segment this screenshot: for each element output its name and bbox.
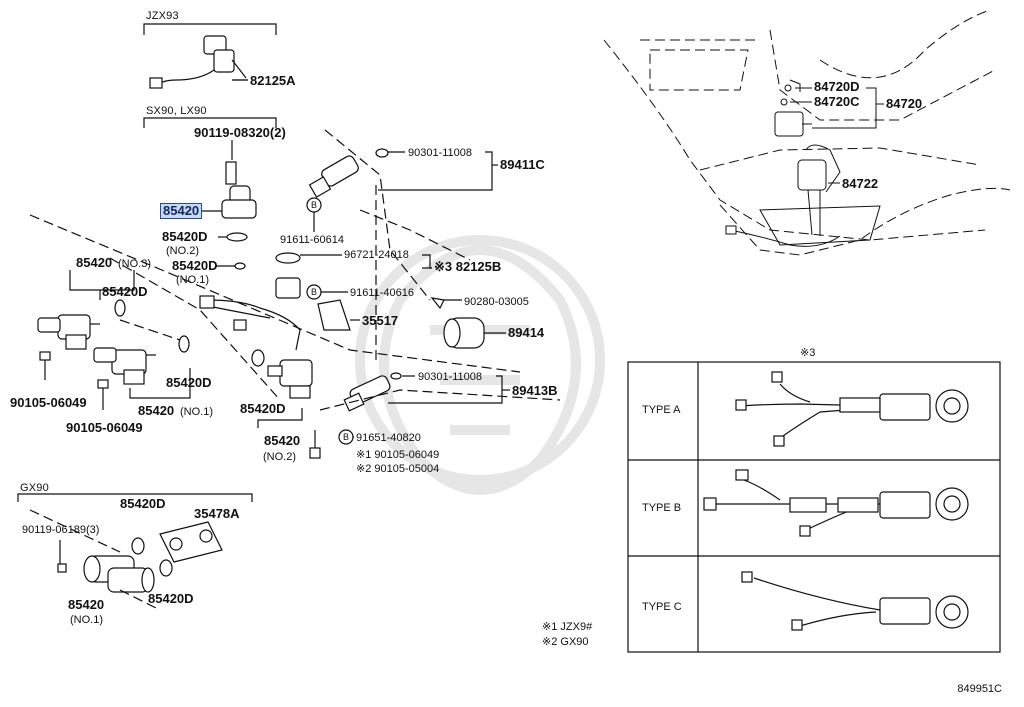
part-84722[interactable]: 84722 [842,176,879,191]
solenoid-no1 [93,335,190,385]
label-no2-lower: (NO.2) [263,451,296,463]
part-85420-gx[interactable]: 85420 [68,597,105,612]
part-90105-05004[interactable]: ※2 90105-05004 [356,463,440,475]
part-85420d-gx-top[interactable]: 85420D [120,496,166,511]
harness-type-a [735,371,969,447]
note-gx90: ※2 GX90 [542,636,589,648]
part-89411c[interactable]: 89411C [500,157,545,172]
part-85420d-no2[interactable]: 85420D [162,229,208,244]
part-85420d-mid[interactable]: 85420D [166,375,212,390]
part-90301-11008-b[interactable]: 90301-11008 [418,371,483,383]
part-85420d-gx-bottom[interactable]: 85420D [148,591,194,606]
part-90119-08320[interactable]: 90119-08320(2) [194,125,286,140]
gx90-solenoid [57,537,173,593]
part-90119-06189[interactable]: 90119-06189(3) [22,524,100,536]
bolt-left [39,351,109,410]
part-82125a[interactable]: 82125A [250,73,296,88]
part-90105-06049-a[interactable]: 90105-06049 [10,395,87,410]
part-90105-06049-c[interactable]: ※1 90105-06049 [356,449,440,461]
clamp-marker-b2: B [311,287,317,297]
part-91651-40820[interactable]: 91651-40820 [356,432,421,444]
label-no3: (NO.3) [118,258,151,270]
sensor-82125a [149,35,248,89]
section-gx90: GX90 [20,482,49,494]
sensor-89411c [308,148,498,198]
watermark-emblem [355,235,605,495]
section-jzx93: JZX93 [146,10,179,22]
solenoid-no3 [37,299,126,350]
part-90280-03005[interactable]: 90280-03005 [464,296,529,308]
gx90-gasket [159,521,223,563]
part-85420-highlighted[interactable]: 85420 [160,203,203,219]
part-90105-06049-b[interactable]: 90105-06049 [66,420,143,435]
sensor-89414 [443,317,506,349]
part-91611-60614[interactable]: 91611-60614 [280,234,345,246]
bracket-35517 [317,299,360,331]
part-35478a[interactable]: 35478A [194,506,240,521]
inset-title: ※3 [800,347,816,359]
part-85420-no1-mid[interactable]: 85420 [138,403,175,418]
part-84720[interactable]: 84720 [886,96,923,111]
part-85420d-left[interactable]: 85420D [102,284,148,299]
section-sx90-lx90: SX90, LX90 [146,105,207,117]
sensor-85420 [202,140,257,270]
part-35517[interactable]: 35517 [362,313,399,328]
part-84720c[interactable]: 84720C [814,94,860,109]
part-85420-no3[interactable]: 85420 [76,255,113,270]
part-89414[interactable]: 89414 [508,325,545,340]
part-84720d[interactable]: 84720D [814,79,860,94]
solenoid-no2 [251,349,313,399]
part-82125b[interactable]: ※3 82125B [434,259,502,274]
label-no1-gx: (NO.1) [70,614,103,626]
part-85420-no2-lower[interactable]: 85420 [264,433,301,448]
part-96721-24018[interactable]: 96721-24018 [344,249,409,261]
part-90301-11008-a[interactable]: 90301-11008 [408,147,473,159]
note-jzx9: ※1 JZX9# [542,621,593,633]
part-91611-40616[interactable]: 91611-40616 [350,287,415,299]
label-no2-upper: (NO.2) [166,245,199,257]
part-85420d-lower[interactable]: 85420D [240,401,286,416]
part-85420d-no1[interactable]: 85420D [172,258,218,273]
wiring-harness-center [199,252,301,351]
inset-type-c-label: TYPE C [642,601,682,613]
clamp-marker-b3: B [343,432,349,442]
label-no1-mid: (NO.1) [180,406,213,418]
inset-type-a-label: TYPE A [642,404,681,416]
shift-console [603,9,1011,256]
part-89413b[interactable]: 89413B [512,383,558,398]
clamp-marker-b1: B [311,200,317,210]
figure-code: 849951C [957,683,1002,695]
label-no1-upper: (NO.1) [176,274,209,286]
inset-type-b-label: TYPE B [642,502,682,514]
harness-type-b [703,469,969,537]
harness-type-c [741,571,969,631]
